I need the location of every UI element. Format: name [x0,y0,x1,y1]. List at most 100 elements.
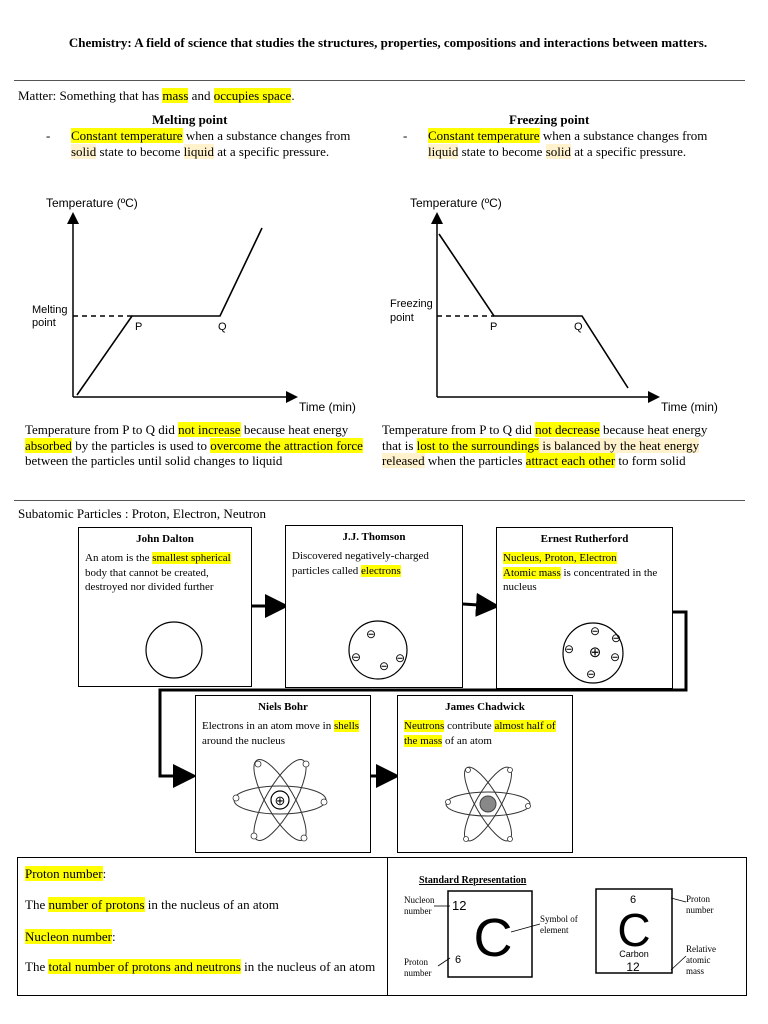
highlight-not-increase: not increase [178,422,241,437]
nucleon-number-definition: The total number of protons and neutrons… [25,959,380,975]
relative-atomic-mass-label-3: mass [686,966,704,976]
highlight-mass: mass [162,88,189,103]
chadwick-text-d: of an atom [442,734,492,747]
freezing-heading: Freezing point [509,112,590,127]
freezing-curve [438,233,629,389]
melting-text-1: when a substance changes from [182,128,351,143]
freezing-expl-text-h: to form solid [615,453,686,468]
numbers-table [17,857,747,996]
highlight-liquid: liquid [428,143,459,159]
right-proton-number-label-1: Proton [686,894,711,904]
nucleon-def-text-a: The [25,959,49,974]
highlight-atomic-mass: Atomic mass [503,566,561,579]
proton-def-text-a: The [25,897,49,912]
electron-icon: ⊖ [611,631,621,645]
highlight-overcome-attraction: overcome the attraction force [210,437,363,453]
highlight-neutrons: Neutrons [404,720,445,732]
highlight-constant-temperature: Constant temperature [71,128,183,143]
proton-number-label: Proton number: [25,866,106,882]
bohr-orbit-diagram: ⊕ [232,759,328,842]
highlight-constant-temperature: Constant temperature [428,128,540,143]
right-mass-value: 12 [626,960,640,974]
freezing-expl-text-f: when the particles [424,453,526,468]
melting-bullet: - [46,128,51,143]
right-proton-number-label-2: number [686,905,714,915]
chadwick-text-b: contribute [444,720,495,732]
nucleus-icon: ⊕ [589,644,602,661]
freezing-text-3: at a specific pressure. [571,143,687,159]
matter-definition: Matter: Something that has mass and occu… [18,88,295,104]
freezing-point-label-1: Freezing [390,298,433,310]
highlight-attract-each-other: attract each other [525,453,616,468]
highlight-not-decrease: not decrease [535,422,600,437]
proton-number-label-1: Proton [404,957,429,967]
proton-number-definition: The number of protons in the nucleus of … [25,897,279,913]
electron-icon: ⊖ [590,624,600,638]
divider-middle [14,500,745,501]
nucleon-number-label: Nucleon number: [25,929,116,945]
left-element-box [447,890,533,978]
dalton-text-c: body that cannot be created, destroyed n… [85,566,214,594]
thomson-plum-pudding-diagram: ⊖ ⊖ ⊖ ⊖ [348,620,408,680]
thomson-model-card: J.J. Thomson Discovered negatively-charg… [285,525,463,688]
melting-expl-text-e: by the particles is used to [71,437,211,453]
page-title: Chemistry: A field of science that studi… [68,35,708,50]
proton-number-label-2: number [404,968,432,978]
melting-y-axis-label: Temperature (ºC) [46,196,138,210]
freezing-explanation: Temperature from P to Q did not decrease… [382,422,727,469]
left-nucleon-value: 12 [452,898,466,913]
highlight-smallest-spherical: smallest spherical [152,552,231,564]
melting-heading: Melting point [152,112,228,127]
bohr-description: Electrons in an atom move in shells arou… [196,719,370,748]
highlight-liquid: liquid [183,143,214,159]
melting-expl-text-g: between the particles until solid change… [25,453,283,468]
melting-point-label-2: point [32,317,56,329]
highlight-solid: solid [71,143,97,159]
dalton-model-card: John Dalton An atom is the smallest sphe… [78,527,252,687]
right-element-box [595,888,673,974]
highlight-total-protons-neutrons: total number of protons and neutrons [48,959,241,974]
arrow-rutherford-bohr [158,610,688,788]
freezing-x-axis-label: Time (min) [661,400,718,414]
highlight-nucleon-number: Nucleon number [25,929,113,944]
nucleon-colon: : [112,929,116,944]
electron-icon: ⊖ [564,642,574,656]
electron-icons: ⊖ ⊖ ⊖ ⊖ [351,627,405,673]
melting-curve [76,227,263,396]
matter-text-and: and [188,88,214,103]
rutherford-name: Ernest Rutherford [540,533,629,545]
highlight-lost-to-surroundings: lost to the surroundings [416,437,540,453]
highlight-shells: shells [333,720,360,732]
highlight-solid: solid [545,143,571,159]
nucleon-number-label-2: number [404,906,432,916]
nucleus-cluster-icon [479,795,497,813]
melting-point-label-1: Melting [32,304,67,316]
bohr-text-a: Electrons in an atom move in [202,720,334,732]
electron-icon: ⊖ [366,627,376,641]
standard-representation-diagram: Standard Representation Nucleon number P… [404,875,716,978]
freezing-description: Constant temperature when a substance ch… [428,128,718,159]
melting-point-q: Q [218,321,227,333]
thomson-name: J.J. Thomson [342,531,406,543]
right-element-name: Carbon [619,949,649,959]
chadwick-name: James Chadwick [445,701,525,713]
freezing-y-axis-label: Temperature (ºC) [410,196,502,210]
relative-atomic-mass-label-2: atomic [686,955,711,965]
arrow-thomson-rutherford [462,592,500,617]
nucleon-number-label-1: Nucleon [404,895,435,905]
dalton-sphere-diagram [145,621,203,679]
melting-expl-text-a: Temperature from P to Q did [25,422,179,437]
dalton-description: An atom is the smallest spherical body t… [79,551,251,595]
electron-dots [445,767,531,842]
proton-colon: : [102,866,107,881]
freezing-expl-text-c: because heat energy that is [382,422,708,453]
rutherford-nuclear-diagram: ⊕ ⊖ ⊖ ⊖ ⊖ ⊖ [562,622,624,684]
nucleus-icon: ⊕ [275,793,286,808]
electron-icon: ⊖ [610,650,620,664]
electron-icon: ⊖ [395,651,405,665]
right-element-symbol: C [617,904,650,956]
bohr-name: Niels Bohr [258,701,308,713]
electron-icon: ⊖ [379,659,389,673]
melting-point-p: P [135,321,142,333]
